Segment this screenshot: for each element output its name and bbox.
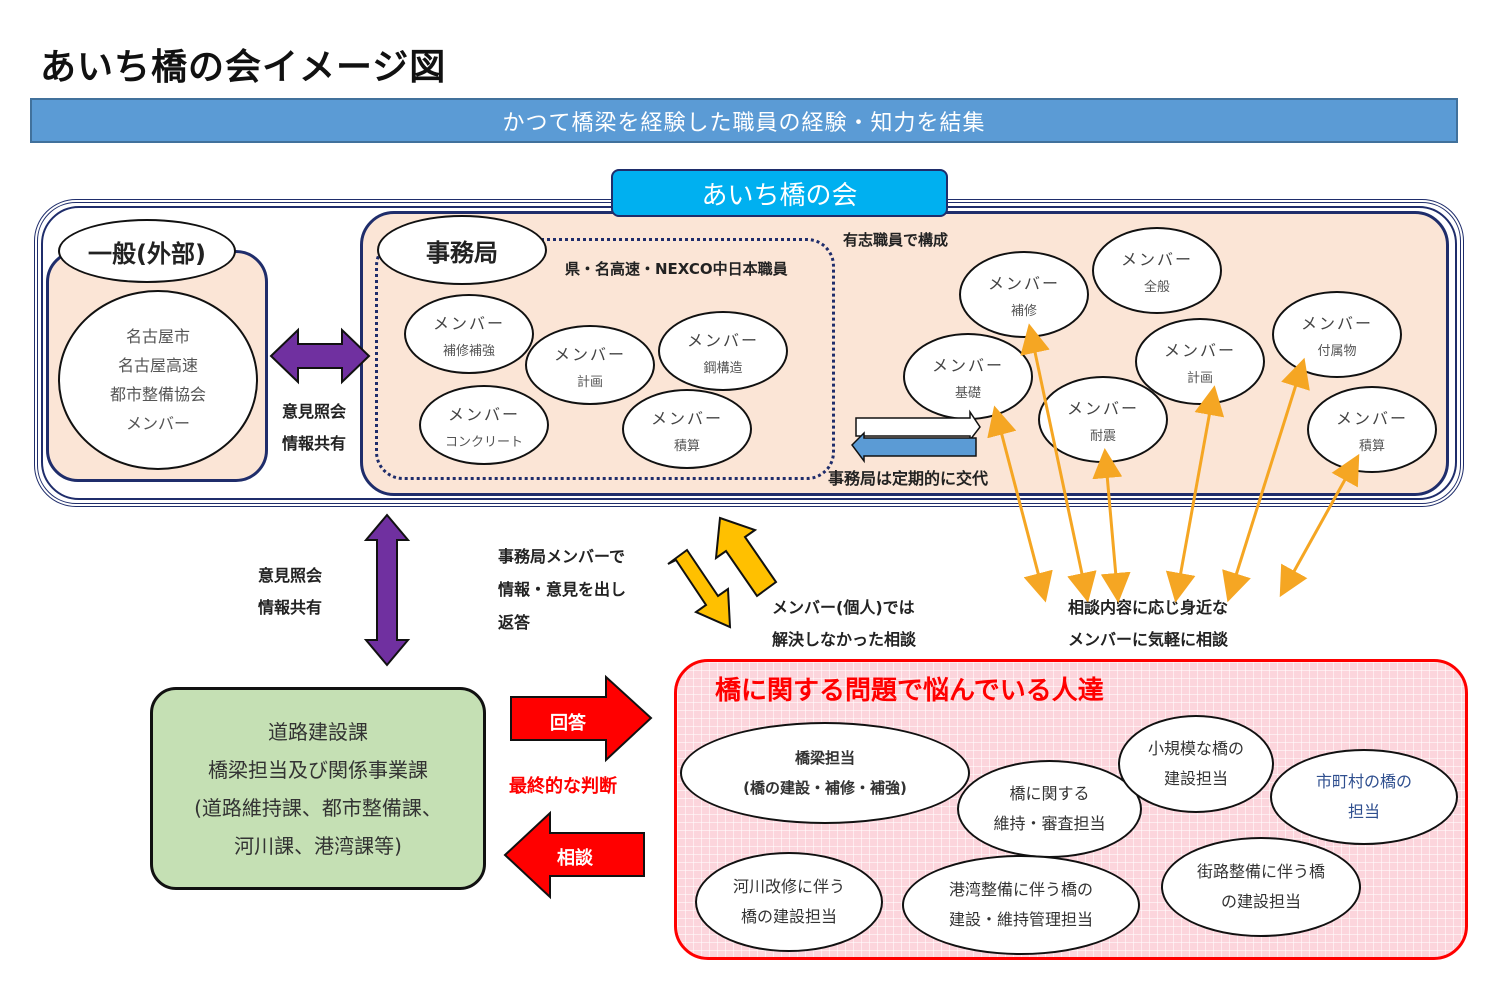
general-label: 一般(外部) (58, 219, 236, 283)
group-line: 街路整備に伴う橋 (1196, 862, 1325, 881)
gold-arrow-down (667, 548, 732, 629)
general-line: 名古屋市 (125, 327, 190, 346)
rotation-note: 事務局は定期的に交代 (828, 469, 989, 488)
volunteer-member: メンバー 付属物 (1272, 291, 1402, 378)
general-line: 名古屋高速 (117, 356, 198, 375)
troubled-group: 橋に関する 維持・審査担当 (957, 760, 1142, 858)
member-title: メンバー (931, 356, 1004, 375)
label-line: 意見照会 (258, 566, 323, 585)
member-field: 積算 (1358, 439, 1385, 454)
label-line: メンバー(個人)では (772, 598, 915, 617)
group-line: 小規模な橋の (1147, 739, 1244, 758)
member-field: 全般 (1143, 280, 1170, 295)
association-title: あいち橋の会 (611, 169, 948, 217)
member-field: 積算 (673, 438, 700, 454)
member-title: メンバー (987, 274, 1060, 293)
troubled-group: 街路整備に伴う橋 の建設担当 (1161, 837, 1361, 937)
label-line: メンバーに気軽に相談 (1068, 630, 1229, 649)
volunteer-member: メンバー 積算 (1307, 386, 1437, 473)
label-line: 情報共有 (282, 434, 347, 453)
member-title: メンバー (1163, 341, 1236, 360)
member-field: 鋼構造 (703, 360, 743, 376)
final-judgment-label: 最終的な判断 (509, 776, 617, 797)
troubled-group: 河川改修に伴う 橋の建設担当 (695, 852, 883, 952)
group-line: 市町村の橋の (1315, 772, 1412, 791)
label-line: 解決しなかった相談 (772, 630, 917, 649)
secretariat-member: メンバー 鋼構造 (658, 311, 788, 391)
member-title: メンバー (686, 330, 759, 350)
general-link-label: 意見照会 情報共有 (282, 396, 346, 460)
general-line: メンバー (125, 414, 190, 433)
member-field: コンクリート (444, 434, 523, 450)
group-line: 橋の建設担当 (740, 907, 837, 926)
road-dept-line: (道路維持課、都市整備課、 (194, 795, 442, 820)
volunteer-member: メンバー 基礎 (903, 333, 1033, 420)
member-field: 補修 (1010, 304, 1037, 319)
general-circle: 名古屋市 名古屋高速 都市整備協会 メンバー (58, 290, 258, 470)
general-line: 都市整備協会 (109, 385, 206, 404)
group-line: 橋梁担当 (794, 749, 855, 767)
member-title: メンバー (432, 313, 505, 333)
gold-arrow-up (714, 516, 778, 598)
road-department-box: 道路建設課 橋梁担当及び関係事業課 (道路維持課、都市整備課、 河川課、港湾課等… (150, 687, 486, 890)
label-line: 事務局メンバーで (498, 547, 626, 566)
member-field: 計画 (576, 374, 603, 390)
group-line: 建設担当 (1163, 769, 1228, 788)
consult-members-label: 相談内容に応じ身近な メンバーに気軽に相談 (1068, 592, 1228, 656)
group-line: の建設担当 (1220, 892, 1301, 911)
label-line: 情報共有 (258, 598, 323, 617)
secretariat-member: メンバー コンクリート (419, 385, 549, 465)
road-dept-line: 道路建設課 (268, 719, 368, 744)
member-field: 計画 (1186, 371, 1213, 386)
group-line: 担当 (1347, 802, 1380, 821)
vertical-link-label: 意見照会 情報共有 (258, 560, 322, 624)
troubled-group: 港湾整備に伴う橋の 建設・維持管理担当 (902, 855, 1140, 955)
member-title: メンバー (1300, 314, 1373, 333)
member-title: メンバー (650, 408, 723, 428)
member-title: メンバー (1335, 409, 1408, 428)
member-title: メンバー (1066, 399, 1139, 418)
secretariat-subtitle: 県・名高速・NEXCO中日本職員 (565, 260, 788, 278)
label-line: 情報・意見を出し (498, 580, 627, 599)
secretariat-member: メンバー 積算 (622, 389, 752, 469)
member-title: メンバー (447, 404, 520, 424)
group-line: 維持・審査担当 (993, 814, 1106, 833)
banner: かつて橋梁を経験した職員の経験・知力を結集 (30, 98, 1458, 143)
secretariat-label: 事務局 (377, 215, 547, 285)
volunteer-member: メンバー 計画 (1135, 318, 1265, 405)
label-line: 返答 (498, 613, 531, 632)
answer-label: 回答 (550, 713, 586, 734)
group-line: 港湾整備に伴う橋の (948, 880, 1093, 899)
member-title: メンバー (1120, 250, 1193, 269)
volunteer-member: メンバー 補修 (959, 251, 1089, 338)
member-field: 補修補強 (442, 343, 495, 359)
member-field: 耐震 (1089, 429, 1116, 444)
volunteers-label: 有志職員で構成 (843, 231, 949, 249)
label-line: 意見照会 (282, 402, 347, 421)
troubled-group: 橋梁担当 (橋の建設・補修・補強) (680, 722, 970, 824)
group-line: 橋に関する (1009, 784, 1090, 803)
group-line: (橋の建設・補修・補強) (743, 779, 907, 797)
unresolved-label: メンバー(個人)では 解決しなかった相談 (772, 592, 916, 656)
member-title: メンバー (553, 344, 626, 364)
troubled-people-title: 橋に関する問題で悩んでいる人達 (715, 676, 1104, 706)
label-line: 相談内容に応じ身近な (1068, 598, 1229, 617)
group-line: 建設・維持管理担当 (948, 910, 1093, 929)
group-line: 河川改修に伴う (732, 877, 845, 896)
troubled-group: 市町村の橋の 担当 (1270, 749, 1458, 845)
volunteer-member: メンバー 耐震 (1038, 376, 1168, 463)
volunteer-member: メンバー 全般 (1092, 227, 1222, 314)
page-title: あいち橋の会イメージ図 (40, 47, 447, 88)
road-dept-line: 橋梁担当及び関係事業課 (208, 757, 428, 782)
member-field: 基礎 (954, 386, 981, 401)
double-arrow-vertical (363, 513, 411, 667)
road-dept-line: 河川課、港湾課等) (234, 833, 402, 858)
secretariat-reply-label: 事務局メンバーで 情報・意見を出し 返答 (498, 540, 626, 639)
secretariat-member: メンバー 計画 (525, 325, 655, 405)
troubled-group: 小規模な橋の 建設担当 (1118, 715, 1274, 813)
member-field: 付属物 (1317, 344, 1357, 359)
secretariat-dotted-group (375, 238, 835, 480)
consult-label: 相談 (557, 848, 593, 869)
secretariat-member: メンバー 補修補強 (404, 294, 534, 374)
